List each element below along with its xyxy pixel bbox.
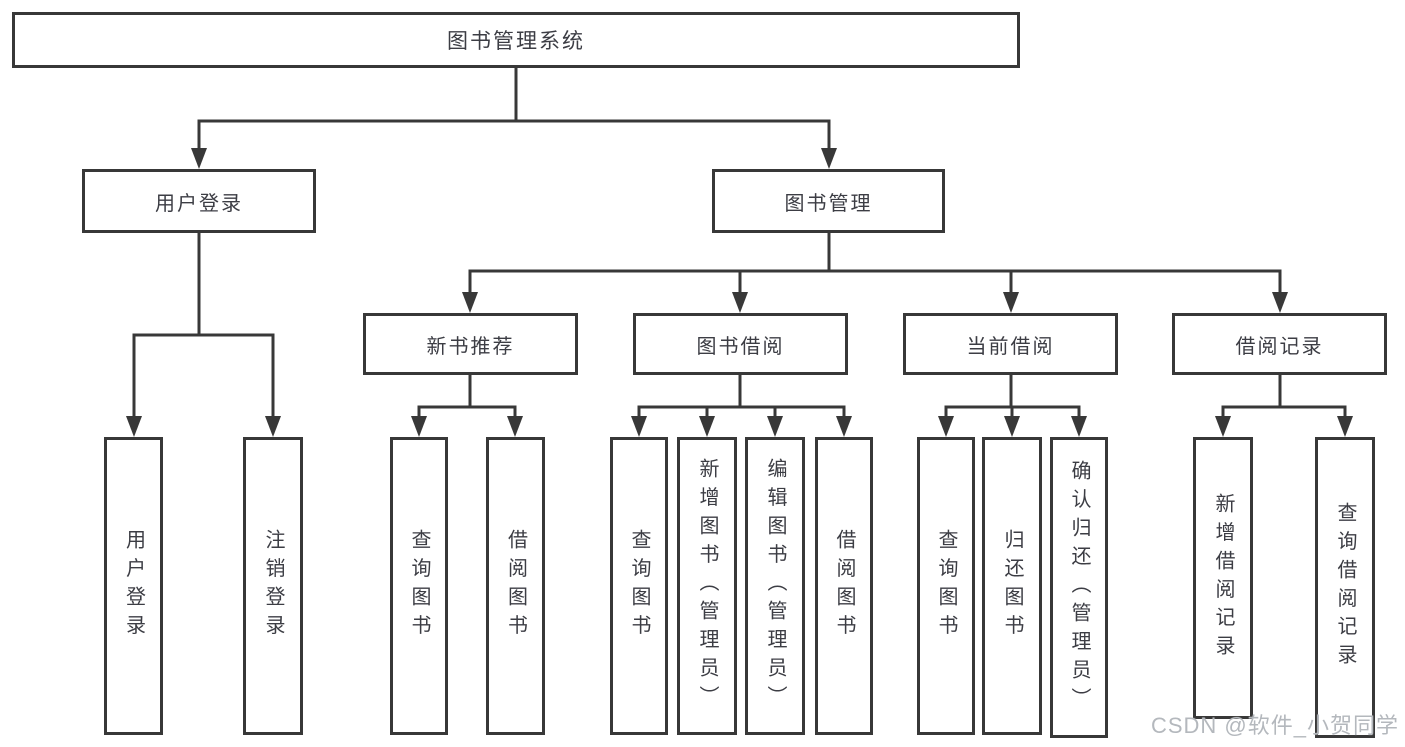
node-book-management: 图书管理 <box>712 169 945 233</box>
leaf-current-query-books-label: 查询图书 <box>935 529 957 643</box>
leaf-borrow-query-books: 查询图书 <box>610 437 668 735</box>
leaf-confirm-return-admin-label: 确认归还（管理员） <box>1068 459 1090 716</box>
leaf-borrow-books-label: 借阅图书 <box>833 529 855 643</box>
node-new-book-recommend-label: 新书推荐 <box>426 335 515 358</box>
node-root-system-label: 图书管理系统 <box>447 30 585 53</box>
leaf-recommend-query-books: 查询图书 <box>390 437 448 735</box>
leaf-confirm-return-admin: 确认归还（管理员） <box>1050 437 1108 738</box>
node-book-management-label: 图书管理 <box>784 192 873 215</box>
connector-current-borrow-to-leaves <box>944 373 1081 421</box>
connector-borrow-record-to-leaves <box>1221 373 1347 421</box>
node-root-system: 图书管理系统 <box>12 12 1020 68</box>
connector-user-login-to-leaves <box>132 231 275 421</box>
connector-root-to-level2 <box>197 66 831 152</box>
leaf-logout: 注销登录 <box>243 437 303 735</box>
leaf-user-login: 用户登录 <box>104 437 163 735</box>
leaf-query-borrow-record: 查询借阅记录 <box>1315 437 1375 738</box>
leaf-borrow-books: 借阅图书 <box>815 437 873 735</box>
node-current-borrow-label: 当前借阅 <box>966 335 1055 358</box>
arrowheads <box>126 148 1353 437</box>
node-current-borrow: 当前借阅 <box>903 313 1118 375</box>
leaf-edit-book-admin-label: 编辑图书（管理员） <box>764 458 786 714</box>
leaf-user-login-label: 用户登录 <box>122 529 145 643</box>
leaf-return-books: 归还图书 <box>982 437 1042 735</box>
leaf-borrow-query-books-label: 查询图书 <box>628 529 650 643</box>
node-book-borrow: 图书借阅 <box>633 313 848 375</box>
leaf-add-book-admin-label: 新增图书（管理员） <box>696 458 718 714</box>
connector-book-borrow-to-leaves <box>637 373 846 421</box>
connector-book-management-to-level3 <box>468 231 1282 296</box>
leaf-return-books-label: 归还图书 <box>1001 529 1023 643</box>
csdn-watermark: CSDN @软件_小贺同学 <box>1150 713 1399 738</box>
leaf-add-book-admin: 新增图书（管理员） <box>677 437 737 735</box>
leaf-add-borrow-record: 新增借阅记录 <box>1193 437 1253 719</box>
node-new-book-recommend: 新书推荐 <box>363 313 578 375</box>
node-borrow-record: 借阅记录 <box>1172 313 1387 375</box>
leaf-edit-book-admin: 编辑图书（管理员） <box>745 437 805 735</box>
leaf-recommend-borrow-books: 借阅图书 <box>486 437 545 735</box>
leaf-current-query-books: 查询图书 <box>917 437 975 735</box>
leaf-recommend-query-books-label: 查询图书 <box>408 529 430 643</box>
node-user-login-label: 用户登录 <box>155 192 243 215</box>
node-borrow-record-label: 借阅记录 <box>1235 335 1324 358</box>
leaf-query-borrow-record-label: 查询借阅记录 <box>1334 502 1356 673</box>
leaf-recommend-borrow-books-label: 借阅图书 <box>504 529 527 643</box>
connector-new-book-to-leaves <box>417 373 517 421</box>
node-user-login: 用户登录 <box>82 169 316 233</box>
leaf-add-borrow-record-label: 新增借阅记录 <box>1212 492 1234 664</box>
leaf-logout-label: 注销登录 <box>262 529 284 643</box>
node-book-borrow-label: 图书借阅 <box>696 335 785 358</box>
